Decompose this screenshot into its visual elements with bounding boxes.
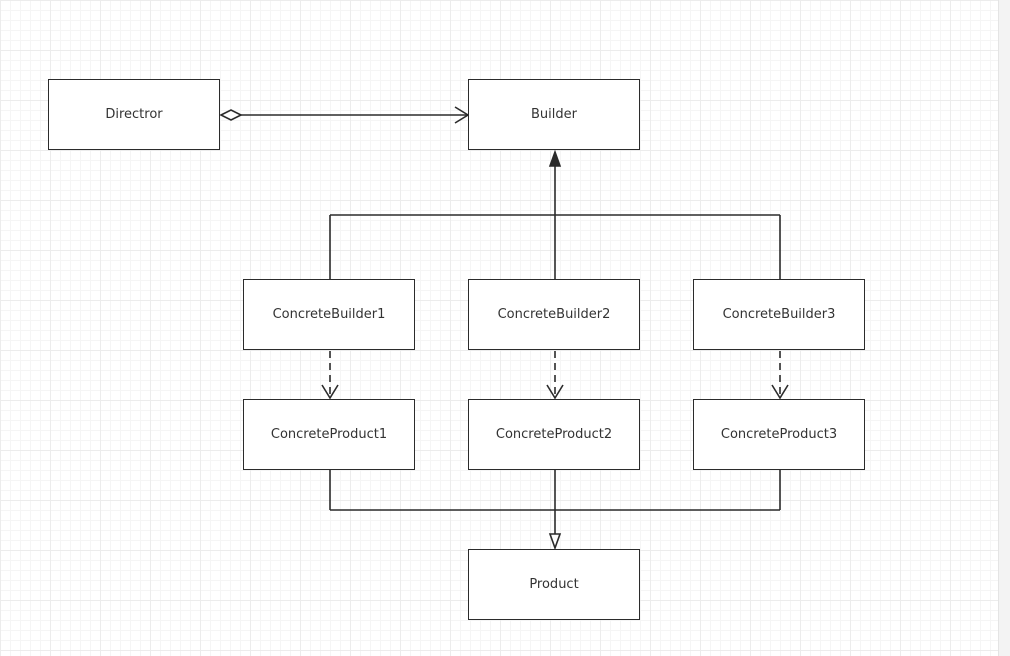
node-director-label: Directror [105, 107, 163, 122]
vertical-scrollbar[interactable] [998, 0, 1010, 656]
dependency-arrowhead-2 [546, 384, 564, 400]
node-concrete-builder-1[interactable]: ConcreteBuilder1 [243, 279, 415, 350]
node-concrete-builder-1-label: ConcreteBuilder1 [272, 307, 386, 322]
node-concrete-builder-3[interactable]: ConcreteBuilder3 [693, 279, 865, 350]
node-product-label: Product [529, 577, 579, 592]
node-concrete-product-1-label: ConcreteProduct1 [270, 427, 388, 442]
node-concrete-product-2[interactable]: ConcreteProduct2 [468, 399, 640, 470]
node-concrete-builder-3-label: ConcreteBuilder3 [722, 307, 836, 322]
node-concrete-product-2-label: ConcreteProduct2 [495, 427, 613, 442]
dependency-arrowhead-3 [771, 384, 789, 400]
node-concrete-builder-2[interactable]: ConcreteBuilder2 [468, 279, 640, 350]
node-concrete-product-1[interactable]: ConcreteProduct1 [243, 399, 415, 470]
node-concrete-builder-2-label: ConcreteBuilder2 [497, 307, 611, 322]
inheritance-arrowhead [548, 149, 562, 167]
aggregation-diamond [219, 109, 243, 121]
node-builder-label: Builder [531, 107, 577, 122]
node-concrete-product-3-label: ConcreteProduct3 [720, 427, 838, 442]
dependency-arrowhead-1 [321, 384, 339, 400]
node-builder[interactable]: Builder [468, 79, 640, 150]
node-concrete-product-3[interactable]: ConcreteProduct3 [693, 399, 865, 470]
node-director[interactable]: Directror [48, 79, 220, 150]
realization-arrowhead [548, 533, 562, 551]
node-product[interactable]: Product [468, 549, 640, 620]
